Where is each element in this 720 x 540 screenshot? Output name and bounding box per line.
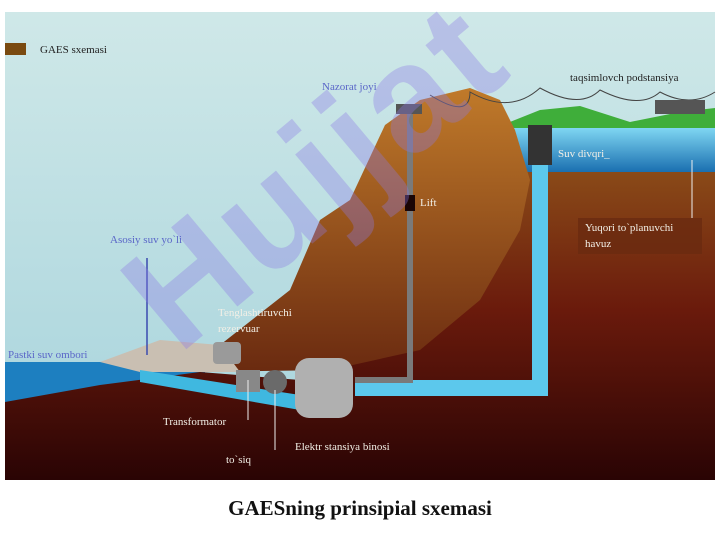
label-substation: taqsimlovch podstansiya (570, 72, 679, 84)
label-surge-tank-2: rezervuar (218, 323, 260, 335)
legend-swatch (5, 43, 26, 55)
power-lines (429, 87, 716, 108)
main-waterway (140, 370, 300, 410)
lower-slope (100, 340, 240, 372)
label-lift: Lift (420, 197, 437, 209)
label-powerhouse: Elektr stansiya binosi (295, 441, 390, 453)
label-main-waterway: Asosiy suv yo`li (110, 234, 183, 246)
label-lower-reservoir: Pastki suv ombori (8, 349, 88, 361)
valve (263, 370, 287, 394)
label-barrier: to`siq (226, 454, 252, 466)
substation (655, 100, 705, 114)
control-station (396, 104, 422, 114)
legend-label: GAES sxemasi (40, 44, 107, 56)
penstock-pipe (355, 130, 548, 396)
label-upper-pool-2: havuz (585, 238, 612, 250)
label-transformer: Transformator (163, 416, 227, 428)
lift-car (405, 195, 415, 211)
intake-structure (528, 125, 552, 165)
powerhouse (295, 358, 353, 418)
surge-tank (213, 342, 241, 364)
label-upper-pool-1: Yuqori to`planuvchi (585, 222, 674, 234)
gaes-diagram (5, 12, 716, 480)
mountain (140, 88, 530, 372)
figure-caption: GAESning prinsipial sxemasi (228, 496, 492, 520)
label-control: Nazorat joyi (322, 81, 377, 93)
label-water-intake: Suv divqri_ (558, 148, 610, 160)
label-surge-tank-1: Tenglashtiruvchi (218, 307, 292, 319)
upper-pool-box (578, 218, 702, 254)
